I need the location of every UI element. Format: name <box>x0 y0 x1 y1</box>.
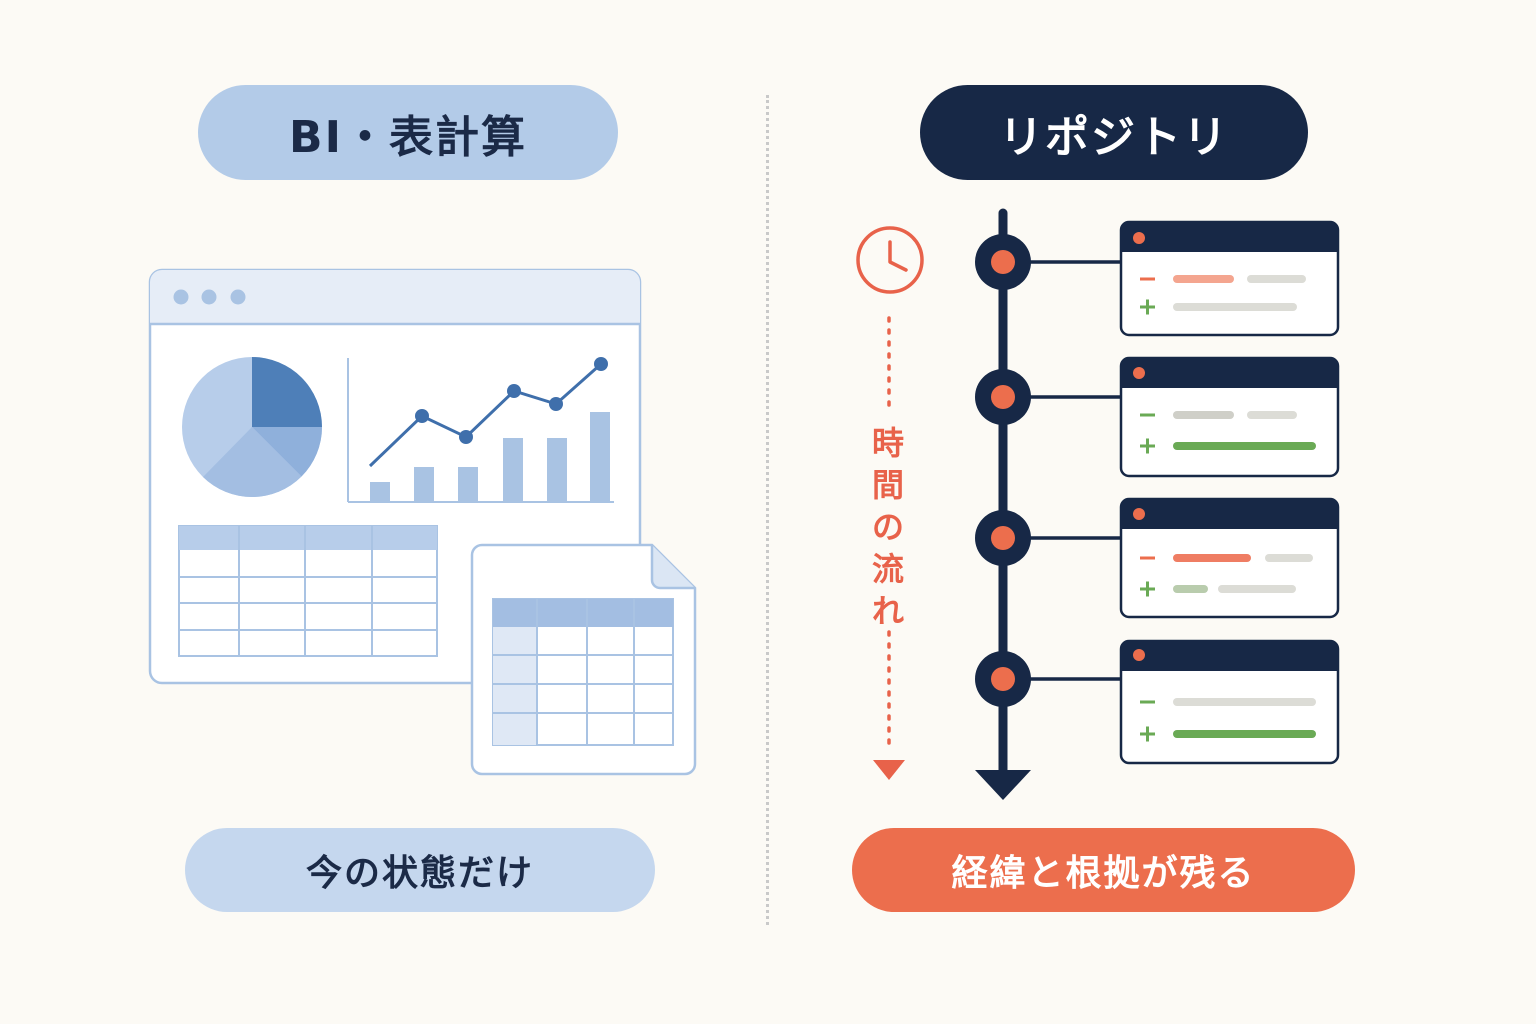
current-state-only-caption: 今の状態だけ <box>185 828 655 912</box>
data-table-icon <box>178 525 438 657</box>
commit-node <box>975 220 1340 337</box>
spreadsheet-icon <box>470 543 697 776</box>
time-arrow <box>873 316 905 780</box>
line-chart-icon <box>347 357 614 503</box>
time-flow-label: 時間の流れ <box>871 424 904 630</box>
commit-node <box>975 356 1340 478</box>
window-dot-icon <box>201 289 217 305</box>
history-remains-caption: 経緯と根拠が残る <box>852 828 1355 912</box>
pie-chart-icon <box>182 357 322 498</box>
repository-title: リポジトリ <box>920 85 1308 180</box>
window-dot-icon <box>173 289 189 305</box>
commit-node <box>975 497 1340 619</box>
commit-node <box>975 639 1340 765</box>
bi-spreadsheet-title: BI・表計算 <box>198 85 618 180</box>
center-divider <box>766 95 769 925</box>
commit-timeline <box>975 208 1031 800</box>
clock-icon <box>856 226 924 294</box>
window-dot-icon <box>230 289 246 305</box>
